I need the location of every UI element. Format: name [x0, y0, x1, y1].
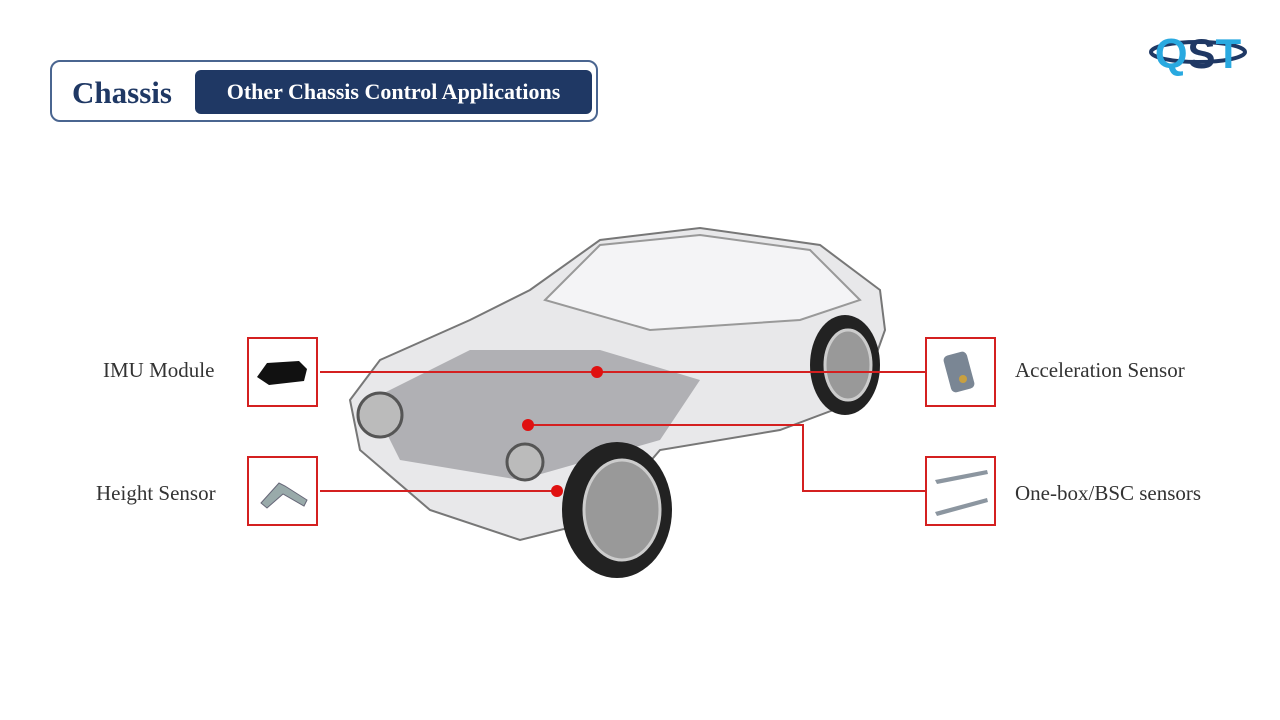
label-bsc-sensors: One-box/BSC sensors: [1015, 481, 1202, 505]
svg-text:QST: QST: [1155, 30, 1242, 77]
qst-logo: QST: [1149, 30, 1247, 77]
car-illustration: [348, 226, 887, 578]
label-acceleration-sensor: Acceleration Sensor: [1015, 358, 1185, 382]
section-header: Chassis Other Chassis Control Applicatio…: [50, 60, 598, 122]
callout-dots: [522, 366, 603, 497]
acceleration-sensor-icon: [943, 351, 975, 393]
bsc-sensor-box: [925, 456, 996, 526]
height-sensor-box: [247, 456, 318, 526]
imu-module-icon: [257, 361, 307, 385]
page-subtitle: Other Chassis Control Applications: [195, 70, 592, 114]
page-title: Chassis: [72, 75, 172, 110]
callout-lines: [320, 371, 925, 492]
imu-module-box: [247, 337, 318, 407]
height-sensor-icon: [260, 482, 308, 509]
label-height-sensor: Height Sensor: [96, 481, 216, 505]
label-imu-module: IMU Module: [103, 358, 215, 382]
acceleration-sensor-box: [925, 337, 996, 407]
bsc-sensor-icon: [935, 470, 988, 516]
